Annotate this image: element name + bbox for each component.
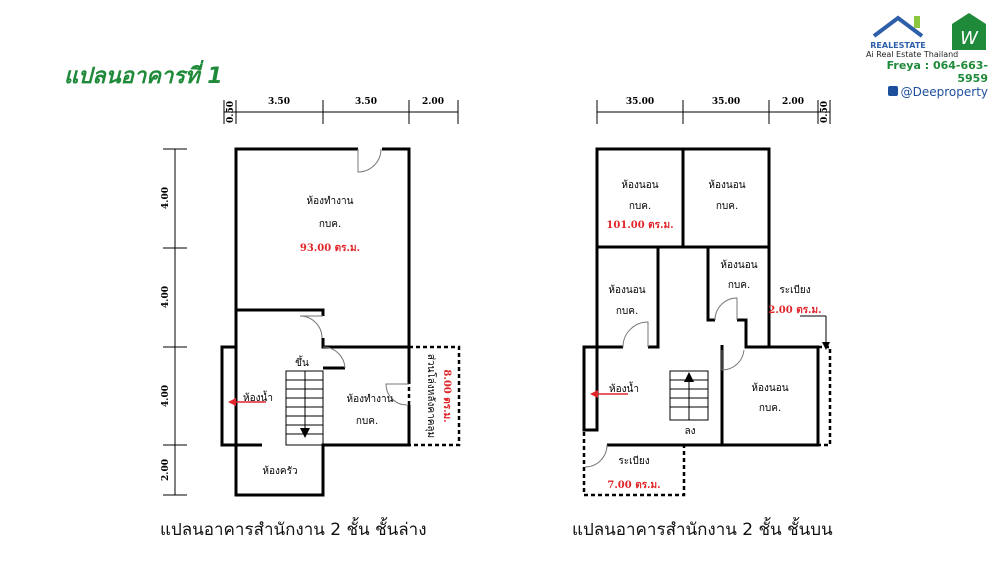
- dim-label: 4.00: [161, 187, 171, 209]
- area-label: 7.00 ตร.ม.: [607, 480, 660, 491]
- dim-label: 35.00: [712, 97, 740, 107]
- logo-sub: Ai Real Estate Thailand: [866, 50, 959, 59]
- ground-floor-caption: แปลนอาคารสำนักงาน 2 ชั้น ชั้นล่าง: [160, 520, 427, 540]
- dim-label: 3.50: [355, 97, 377, 107]
- room-label: ห้องน้ำ: [609, 381, 639, 395]
- upper-floor-plan: 35.00 35.00 2.00 0.50 ห้องนอน กบค. 101.0…: [582, 97, 832, 497]
- area-label: 8.00 ตร.ม.: [441, 369, 452, 422]
- balcony-label: ระเบียง: [779, 284, 810, 296]
- stairs-down-label: ลง: [684, 426, 695, 437]
- contact-phone: Freya : 064-663-5959: [886, 59, 988, 85]
- line-icon: [887, 86, 898, 96]
- upper-walls: [582, 147, 832, 497]
- room-sub-label: กบค.: [356, 416, 378, 427]
- area-label: 101.00 ตร.ม.: [606, 220, 673, 231]
- room-sub-label: กบค.: [728, 280, 750, 291]
- room-label: ห้องทำงาน: [346, 393, 393, 405]
- page-title: แปลนอาคารที่ 1: [64, 64, 223, 89]
- room-sub-label: กบค.: [716, 201, 738, 212]
- dim-label: 2.00: [782, 97, 804, 107]
- svg-text:W: W: [960, 28, 979, 49]
- upper-dimensions: 35.00 35.00 2.00 0.50: [596, 97, 831, 124]
- room-sub-label: กบค.: [629, 201, 651, 212]
- room-label: ห้องครัว: [262, 465, 297, 477]
- area-label: 2.00 ตร.ม.: [768, 305, 821, 316]
- room-label: ห้องนอน: [720, 259, 757, 271]
- room-sub-label: กบค.: [319, 219, 341, 230]
- room-label: ห้องน้ำ: [243, 390, 273, 404]
- red-arrow-icon: [590, 390, 628, 398]
- room-label: ห้องนอน: [751, 382, 788, 394]
- room-sub-label: กบค.: [759, 403, 781, 414]
- dim-label: 2.00: [161, 459, 171, 481]
- dim-label: 4.00: [161, 385, 171, 407]
- dim-label: 3.50: [268, 97, 290, 107]
- upper-floor-caption: แปลนอาคารสำนักงาน 2 ชั้น ชั้นบน: [572, 520, 833, 540]
- ground-dimensions: 0.50 3.50 3.50 2.00 4.00 4.00 4.00 2.00: [161, 97, 459, 496]
- stairs-up-label: ขึ้น: [295, 355, 309, 369]
- real-estate-logo: REALESTATE W: [870, 13, 986, 50]
- dim-label: 0.50: [226, 101, 236, 123]
- balcony-label: ระเบียง: [618, 455, 649, 467]
- ground-stairs: [285, 370, 324, 446]
- area-label: 93.00 ตร.ม.: [300, 243, 360, 254]
- ground-floor-plan: 0.50 3.50 3.50 2.00 4.00 4.00 4.00 2.00 …: [161, 97, 461, 497]
- upper-stairs: [669, 370, 709, 421]
- room-label: ห้องนอน: [621, 179, 658, 191]
- dim-label: 2.00: [422, 97, 444, 107]
- dim-label: 0.50: [820, 101, 830, 123]
- brand-block: REALESTATE W Ai Real Estate Thailand Fre…: [866, 12, 988, 99]
- handle-text: @Deeproperty: [900, 85, 988, 99]
- room-label: ห้องทำงาน: [306, 195, 353, 207]
- room-label: ห้องนอน: [708, 179, 745, 191]
- ground-walls: [220, 147, 461, 497]
- line-handle: @Deeproperty: [866, 85, 988, 99]
- room-label: ห้องนอน: [608, 284, 645, 296]
- dim-label: 35.00: [626, 97, 654, 107]
- open-area-label: ส่วนโล่งหลังคาคลุม: [425, 354, 438, 438]
- dim-label: 4.00: [161, 286, 171, 308]
- logo-text: REALESTATE: [870, 41, 925, 50]
- red-arrow-icon: [228, 398, 266, 406]
- room-sub-label: กบค.: [616, 306, 638, 317]
